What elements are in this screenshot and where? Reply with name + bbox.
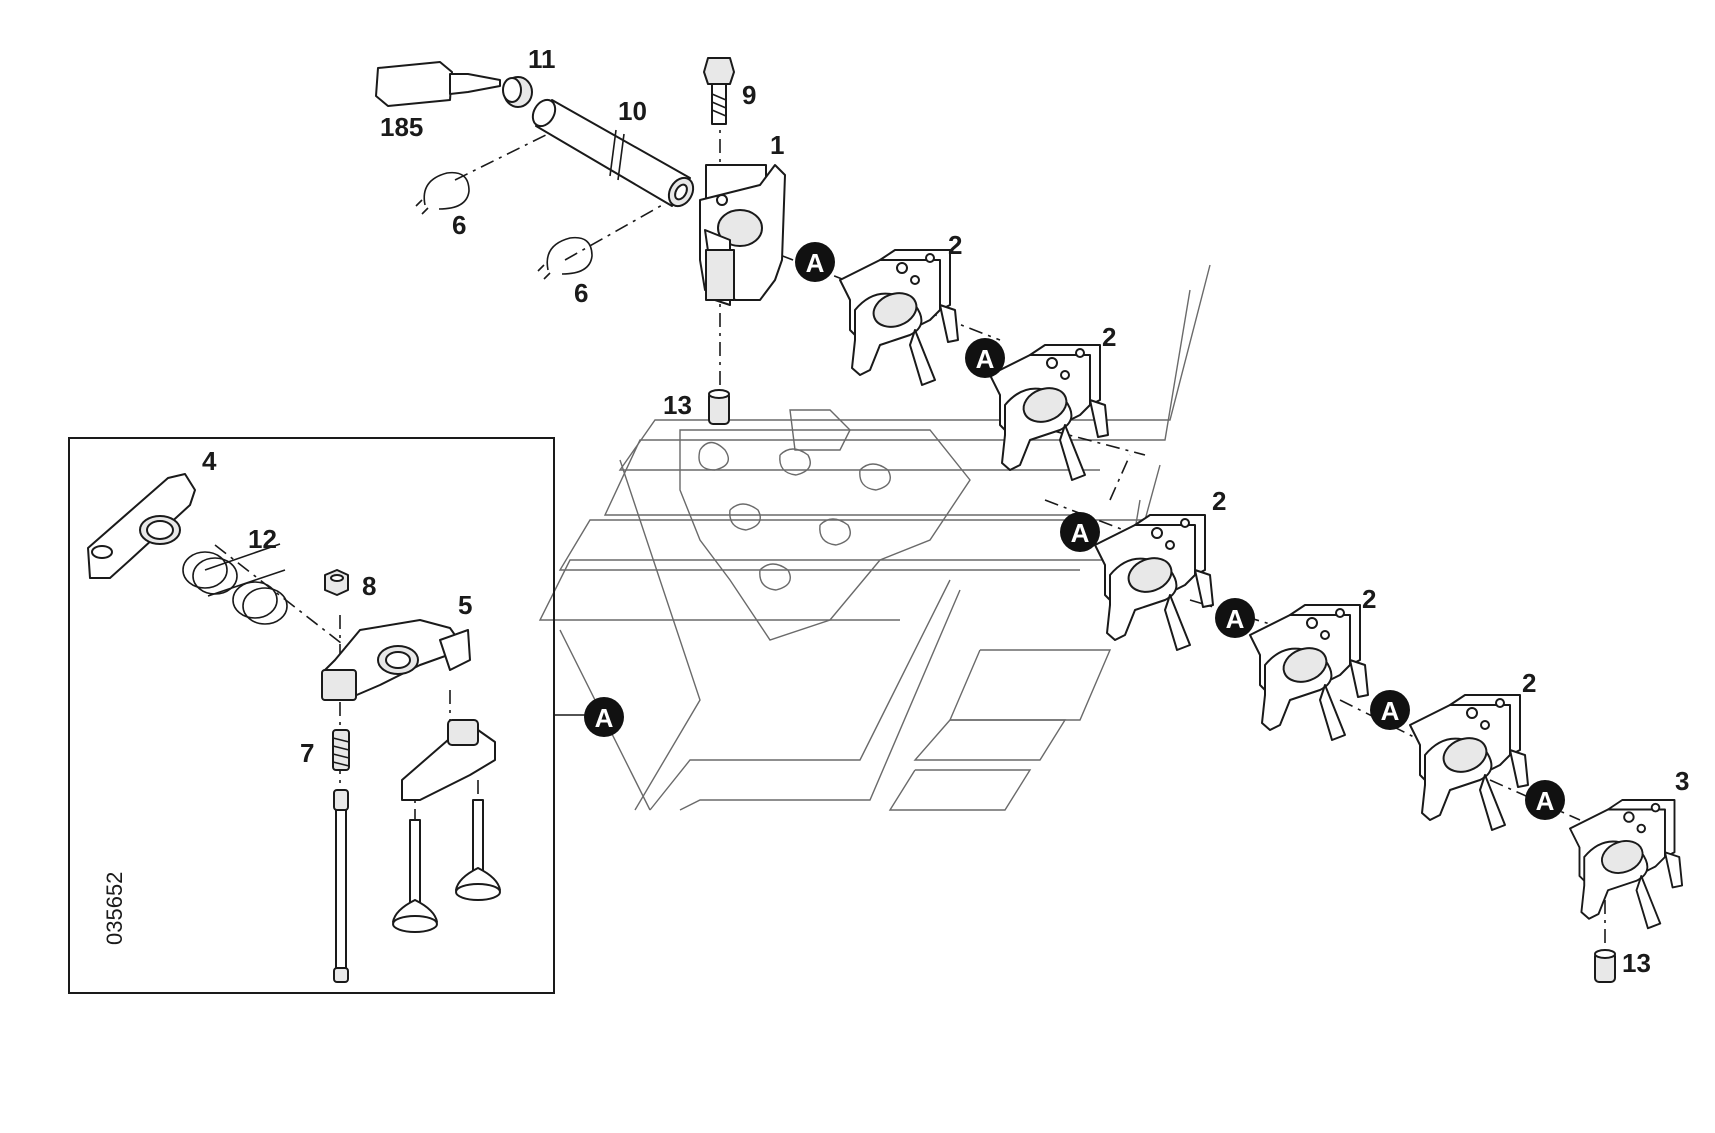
- spring-12: [182, 543, 288, 625]
- svg-text:A: A: [806, 248, 825, 278]
- marker-a-1: A: [795, 242, 835, 282]
- label-10: 10: [618, 96, 647, 126]
- label-5: 5: [458, 590, 472, 620]
- label-2-a: 2: [948, 230, 962, 260]
- rocker-arm-5: [321, 619, 471, 701]
- marker-a-6: A: [1525, 780, 1565, 820]
- label-13-lower: 13: [1622, 948, 1651, 978]
- marker-a-7: A: [584, 697, 624, 737]
- pedestal-1: [699, 164, 786, 306]
- assembly-centerlines: [214, 110, 1606, 980]
- adjuster-screw-7: [332, 729, 350, 771]
- rocker-arm-4: [87, 473, 196, 579]
- pedestal-2b: [989, 344, 1109, 481]
- label-11: 11: [528, 44, 556, 74]
- label-1: 1: [770, 130, 784, 160]
- label-3: 3: [1675, 766, 1689, 796]
- pedestal-2e: [1409, 694, 1529, 831]
- cylinder-head-ghost: [538, 264, 1211, 811]
- marker-a-3: A: [1060, 512, 1100, 552]
- rocker-shaft-10: [531, 98, 695, 208]
- label-6-upper: 6: [452, 210, 466, 240]
- bolt-9: [703, 57, 735, 125]
- pedestal-3: [1569, 799, 1684, 930]
- label-185: 185: [380, 112, 423, 142]
- label-12: 12: [248, 524, 277, 554]
- push-rod: [333, 789, 349, 983]
- marker-a-5: A: [1370, 690, 1410, 730]
- valve-bridge: [401, 719, 496, 801]
- label-9: 9: [742, 80, 756, 110]
- svg-text:A: A: [1536, 786, 1555, 816]
- pedestal-2c: [1094, 514, 1214, 651]
- label-13-upper: 13: [663, 390, 692, 420]
- sleeve-13-lower: [1594, 949, 1616, 983]
- pedestal-2d: [1249, 604, 1369, 741]
- circlip-6-lower: [537, 236, 593, 280]
- label-2-b: 2: [1102, 322, 1116, 352]
- drawing-number: 035652: [102, 872, 127, 945]
- label-2-d: 2: [1362, 584, 1376, 614]
- svg-text:A: A: [595, 703, 614, 733]
- label-6-lower: 6: [574, 278, 588, 308]
- svg-text:A: A: [976, 344, 995, 374]
- part-labels: 185 11 10 9 1 6 6 2 2 2 2 2 3 13 13 4 12…: [202, 44, 1689, 978]
- label-2-e: 2: [1522, 668, 1536, 698]
- svg-text:A: A: [1226, 604, 1245, 634]
- label-8: 8: [362, 571, 376, 601]
- valve-right: [455, 799, 501, 901]
- nut-8: [324, 569, 349, 596]
- circlip-6-upper: [415, 171, 470, 215]
- pedestal-2a: [839, 249, 959, 386]
- plug-11: [502, 76, 533, 108]
- valve-left: [392, 819, 438, 933]
- svg-text:A: A: [1071, 518, 1090, 548]
- sealant-tube-185: [375, 61, 501, 107]
- marker-a-4: A: [1215, 598, 1255, 638]
- sleeve-13-upper: [708, 389, 730, 425]
- label-2-c: 2: [1212, 486, 1226, 516]
- marker-a-2: A: [965, 338, 1005, 378]
- label-4: 4: [202, 446, 217, 476]
- label-7: 7: [300, 738, 314, 768]
- svg-text:A: A: [1381, 696, 1400, 726]
